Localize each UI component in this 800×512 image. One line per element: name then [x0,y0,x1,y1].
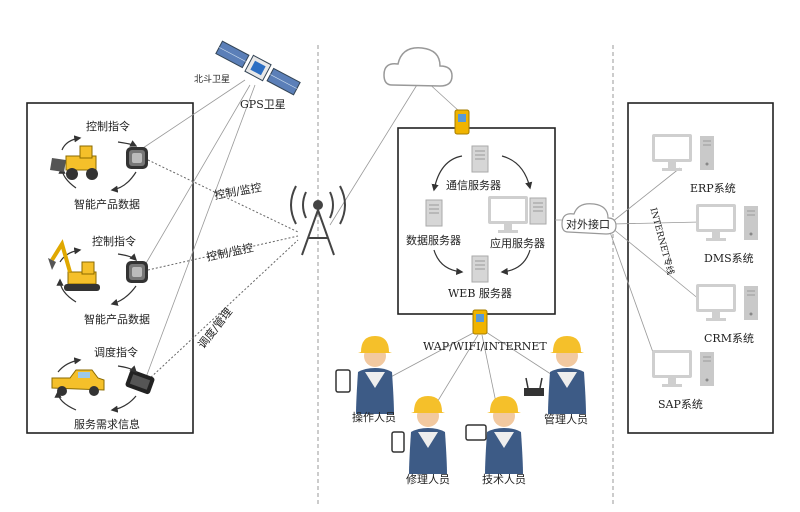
web-server-icon [471,255,489,283]
application-server-icon [529,197,547,225]
group1-top-label: 控制指令 [86,120,130,133]
tablet-icon [465,424,487,441]
router-icon [524,377,544,396]
left-panel [26,102,194,434]
data-server-label: 数据服务器 [406,234,461,247]
dms-label: DMS系统 [704,252,754,265]
group1-bottom-label: 智能产品数据 [74,198,140,211]
erp-label: ERP系统 [690,182,736,195]
group2-top-label: 控制指令 [92,235,136,248]
phone-icon [335,369,351,393]
interface-cloud-icon [561,203,617,235]
gateway-bottom-icon [472,309,488,335]
web-server-label: WEB 服务器 [448,287,512,300]
satellite-label: GPS卫星 [240,98,286,111]
smart-device-1-icon [126,147,148,169]
gateway-top-icon [454,109,470,135]
application-server-label: 应用服务器 [490,237,545,250]
smart-device-2-icon [126,261,148,283]
satellite-icon [215,40,301,96]
group3-top-label: 调度指令 [94,346,138,359]
interface-label: 对外接口 [566,218,610,231]
communication-server-icon [471,145,489,173]
operator-label: 操作人员 [352,411,396,424]
group2-bottom-label: 智能产品数据 [84,313,150,326]
communication-server-label: 通信服务器 [446,179,501,192]
application-monitor-icon [488,196,528,233]
right-panel [627,102,774,434]
wheel-loader-icon [50,145,98,180]
control-links [147,159,299,381]
technician-person-icon [485,396,523,474]
data-server-icon [425,199,443,227]
cloud-icon [383,47,453,87]
smart-device-3-icon [125,369,155,395]
repair-person-icon [409,396,447,474]
left-cycle-arrows [54,135,138,413]
dms-computer-icon [696,204,759,241]
manager-person-icon [548,336,586,414]
crm-computer-icon [696,284,759,321]
server-cycle-arrows [431,155,533,276]
sap-label: SAP系统 [658,398,703,411]
connection-lines [139,79,701,423]
technician-label: 技术人员 [482,473,526,486]
satellite-name: 北斗卫星 [194,75,231,85]
service-pickup-truck-icon [51,369,105,396]
crm-label: CRM系统 [704,332,754,345]
network-label: WAP/WIFI/INTERNET [423,340,547,353]
radio-tower-icon [290,185,346,256]
operator-person-icon [356,336,394,414]
repair-label: 修理人员 [406,473,450,486]
phone-icon-2 [391,431,405,453]
excavator-icon [48,239,100,291]
manager-label: 管理人员 [544,413,588,426]
erp-computer-icon [652,134,715,171]
sap-computer-icon [652,350,715,387]
group3-bottom-label: 服务需求信息 [74,418,140,431]
